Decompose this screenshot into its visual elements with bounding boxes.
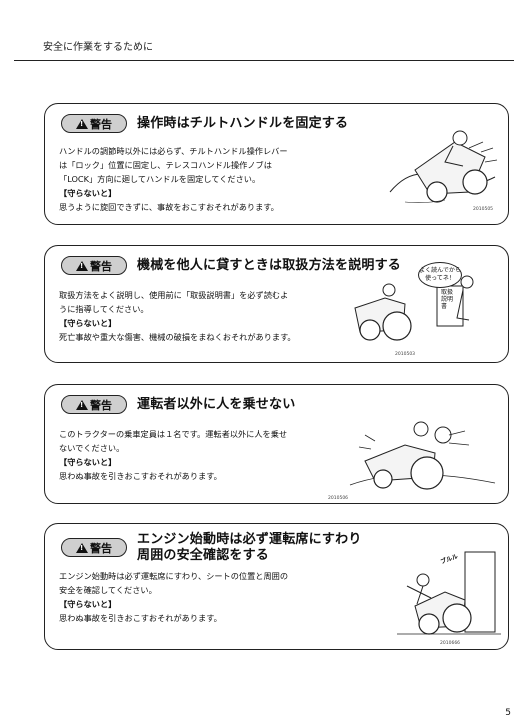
warning-triangle-icon [76, 260, 88, 271]
must-label: 【守らないと】 [59, 318, 117, 328]
warning-title: 機械を他人に貸すときは取扱方法を説明する [137, 258, 402, 273]
warning-body: ハンドルの調節時以外には必らず、チルトハンドル操作レバー は「ロック」位置に固定… [59, 144, 288, 214]
warning-title: 運転者以外に人を乗せない [137, 397, 296, 412]
warning-line: ハンドルの調節時以外には必らず、チルトハンドル操作レバー [59, 146, 288, 156]
warning-line: 「LOCK」方向に廻してハンドルを固定してください。 [59, 174, 261, 184]
engine-start-illustration [397, 551, 501, 635]
warning-panel-lending: 警告 機械を他人に貸すときは取扱方法を説明する 取扱方法をよく説明し、使用前に「… [44, 245, 509, 363]
tilt-handle-illustration [389, 130, 498, 203]
warning-title: 操作時はチルトハンドルを固定する [137, 116, 349, 131]
consequence-text: 死亡事故や重大な傷害、機械の破損をまねくおそれがあります。 [59, 332, 296, 342]
header-divider [14, 60, 514, 61]
warning-triangle-icon [76, 542, 88, 553]
lending-illustration [354, 275, 474, 341]
must-label: 【守らないと】 [59, 188, 117, 198]
warning-badge: 警告 [61, 114, 127, 133]
figure-code: 2010666 [440, 641, 461, 646]
warning-triangle-icon [76, 118, 88, 129]
consequence-text: 思わぬ事故を引きおこすおそれがあります。 [59, 613, 222, 623]
warning-title-line: エンジン始動時は必ず運転席にすわり [137, 532, 362, 547]
warning-badge-label: 警告 [90, 398, 112, 412]
warning-title-line: 周囲の安全確認をする [137, 548, 270, 563]
warning-line: ないでください。 [59, 443, 125, 453]
warning-triangle-icon [76, 399, 88, 410]
consequence-text: 思わぬ事故を引きおこすおそれがあります。 [59, 471, 222, 481]
must-label: 【守らないと】 [59, 457, 117, 467]
warning-badge-label: 警告 [90, 541, 112, 555]
consequence-text: 思うように旋回できずに、事故をおこすおそれがあります。 [59, 202, 279, 212]
figure-code: 2010506 [328, 496, 349, 501]
manual-sign-text: 取扱説明書 [441, 289, 454, 310]
warning-badge-label: 警告 [90, 259, 112, 273]
warning-badge: 警告 [61, 395, 127, 414]
warning-panel-engine-start: 警告 エンジン始動時は必ず運転席にすわり 周囲の安全確認をする エンジン始動時は… [44, 523, 509, 650]
warning-badge: 警告 [61, 256, 127, 275]
warning-line: エンジン始動時は必ず運転席にすわり、シートの位置と周囲の [59, 571, 289, 581]
warning-title: エンジン始動時は必ず運転席にすわり 周囲の安全確認をする [137, 532, 362, 564]
figure-code: 2010503 [395, 352, 416, 357]
passenger-illustration [349, 421, 496, 490]
section-title: 安全に作業をするために [43, 42, 153, 53]
must-label: 【守らないと】 [59, 599, 117, 609]
warning-line: 取扱方法をよく説明し、使用前に「取扱説明書」を必ず読むよ [59, 290, 289, 300]
warning-body: エンジン始動時は必ず運転席にすわり、シートの位置と周囲の 安全を確認してください… [59, 569, 288, 625]
speech-bubble: よく読んでから使ってネ！ [418, 262, 462, 288]
warning-line: うに指導してください。 [59, 304, 149, 314]
page-number: 5 [505, 708, 511, 718]
warning-badge: 警告 [61, 538, 127, 557]
figure-code: 2010505 [473, 207, 494, 212]
warning-panel-passengers: 警告 運転者以外に人を乗せない このトラクターの乗車定員は１名です。運転者以外に… [44, 384, 509, 504]
warning-badge-label: 警告 [90, 117, 112, 131]
warning-line: は「ロック」位置に固定し、テレスコハンドル操作ノブは [59, 160, 272, 170]
warning-panel-tilt-handle: 警告 操作時はチルトハンドルを固定する ハンドルの調節時以外には必らず、チルトハ… [44, 103, 509, 225]
warning-body: このトラクターの乗車定員は１名です。運転者以外に人を乗せ ないでください。 【守… [59, 427, 287, 483]
warning-body: 取扱方法をよく説明し、使用前に「取扱説明書」を必ず読むよ うに指導してください。… [59, 288, 296, 344]
warning-line: 安全を確認してください。 [59, 585, 157, 595]
warning-line: このトラクターの乗車定員は１名です。運転者以外に人を乗せ [59, 429, 288, 439]
